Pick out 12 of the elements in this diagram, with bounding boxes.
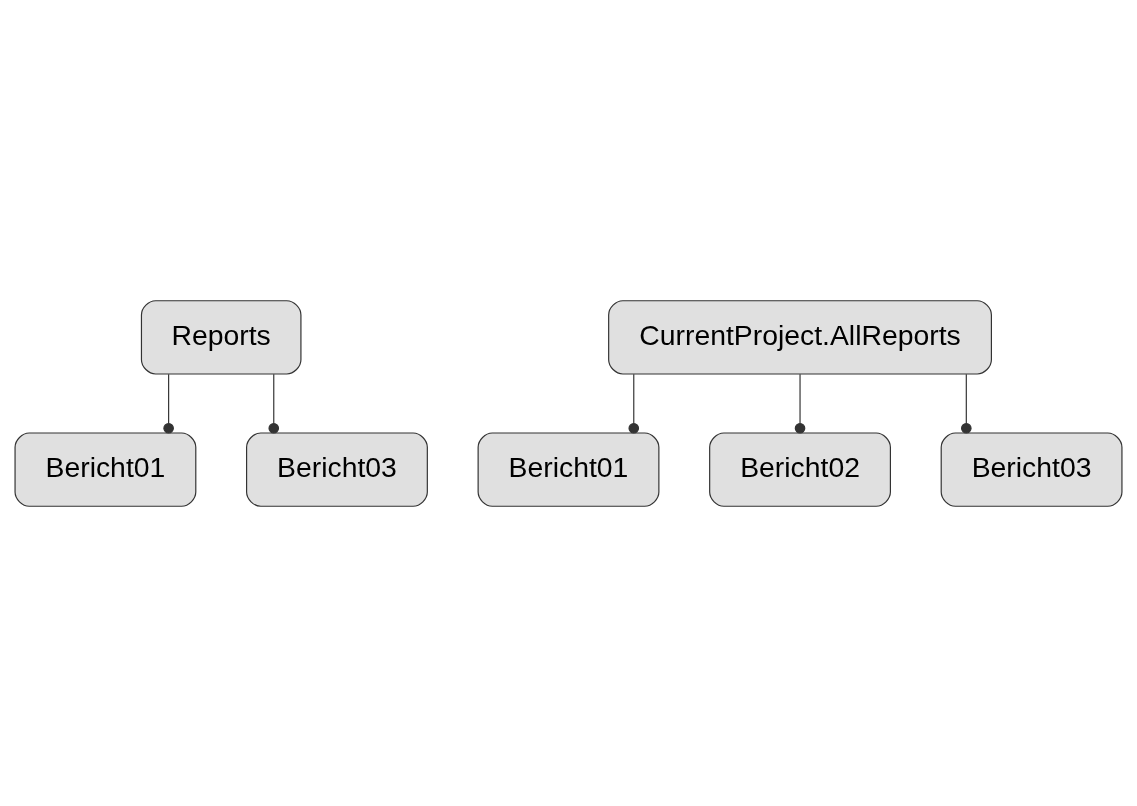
connector <box>163 373 174 434</box>
node-box: Reports <box>140 299 302 375</box>
node-box: Bericht01 <box>477 431 660 507</box>
node-box: Bericht01 <box>14 431 197 507</box>
connector <box>628 373 640 434</box>
connector <box>961 373 972 434</box>
node-box: Bericht02 <box>709 431 891 507</box>
node-box: Bericht03 <box>940 431 1123 507</box>
connector <box>268 373 280 434</box>
node-box: Bericht03 <box>246 431 428 507</box>
node-box: CurrentProject.AllReports <box>608 299 992 375</box>
connector <box>794 373 806 434</box>
